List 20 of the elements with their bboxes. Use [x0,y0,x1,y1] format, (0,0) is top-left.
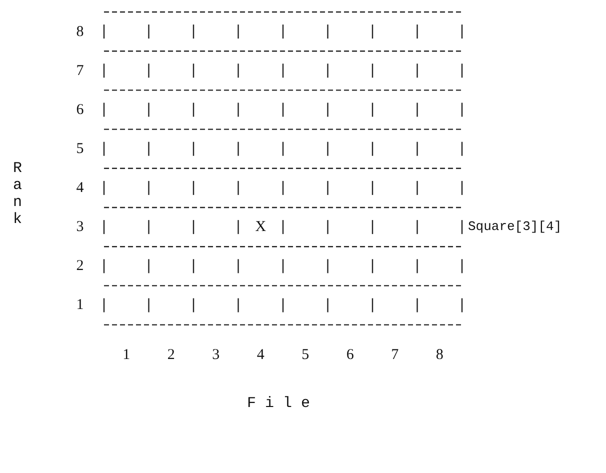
axis-label: Rank [13,160,22,228]
rank-number: 8 [76,22,84,41]
rank-number: 1 [76,296,84,314]
file-number: 5 [302,346,310,364]
rank-number: 5 [76,140,84,158]
rank-number: 3 [76,218,84,236]
file-number: 1 [122,346,130,364]
axis-label: File [247,395,319,413]
rank-number: 2 [76,257,84,276]
rank-number: 6 [76,100,84,119]
file-number: 7 [391,346,399,364]
square-label: Square[3][4] [468,218,562,236]
rank-number: 4 [76,178,84,197]
file-number: 6 [346,346,354,364]
file-number: 3 [212,346,220,364]
cell-mark: X [255,218,266,236]
rank-number: 7 [76,62,84,80]
file-number: 4 [256,346,264,364]
file-number: 2 [167,346,175,364]
file-number: 8 [436,346,444,364]
